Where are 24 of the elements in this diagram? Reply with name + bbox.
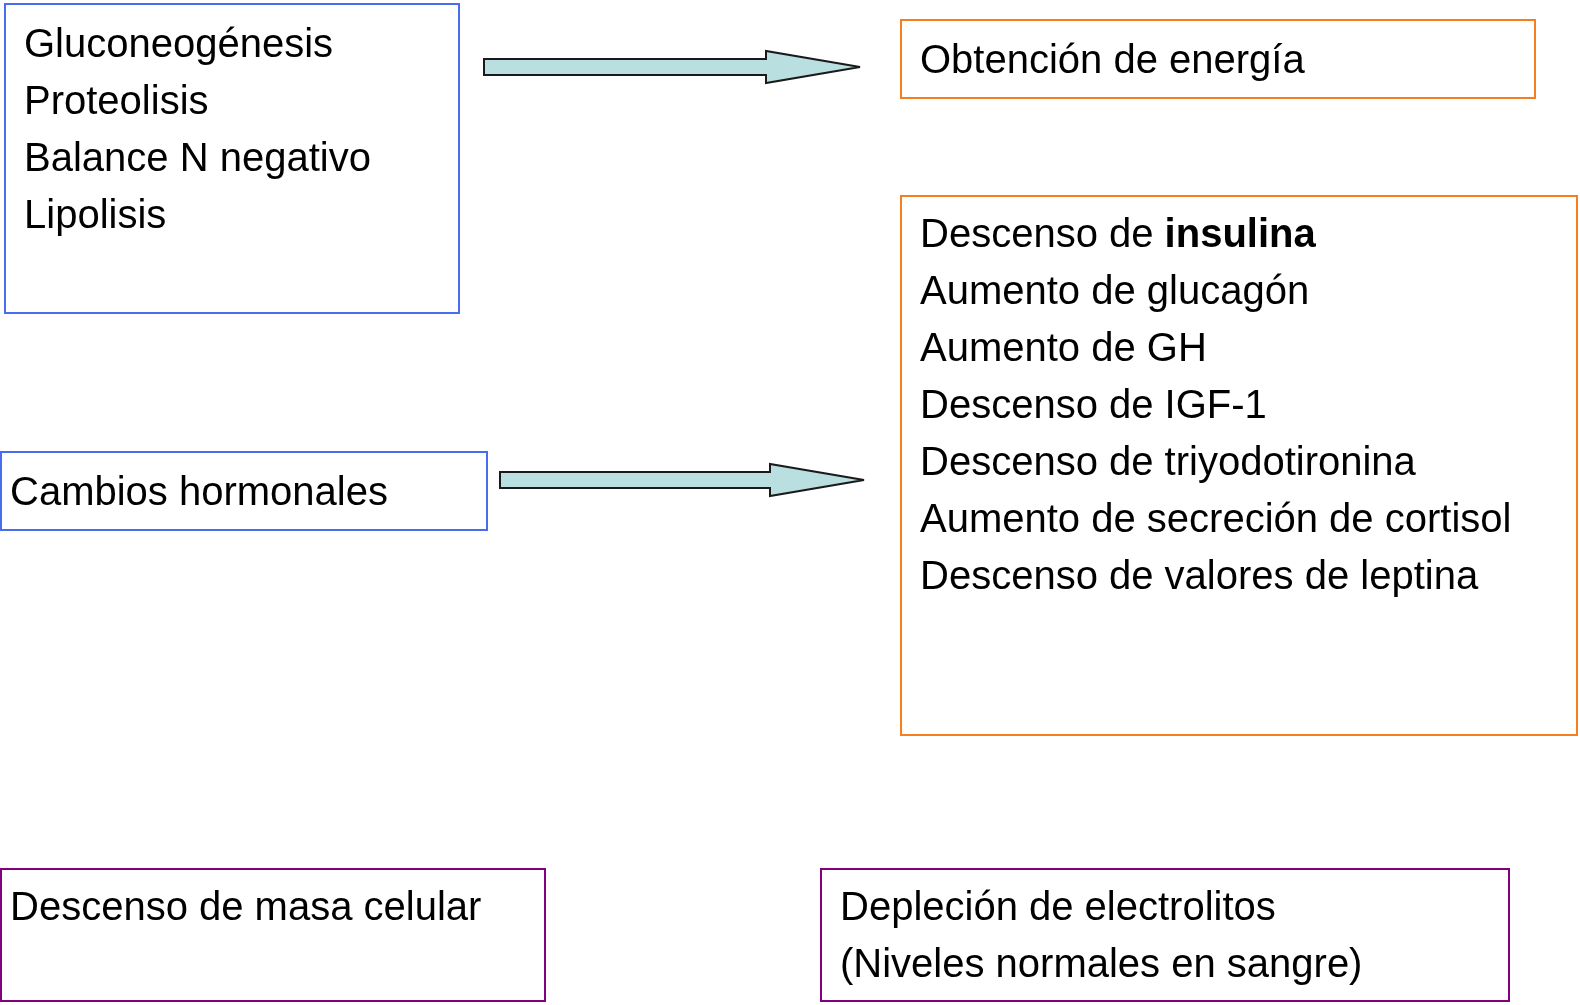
block-arrow [499,462,865,498]
block-arrow [483,49,861,85]
text-box [900,19,1536,99]
list-item: Cambios hormonales [10,468,389,515]
list-item: Descenso de insulina [920,210,1317,257]
list-item: Balance N negativo [24,134,372,181]
text-box [900,195,1578,736]
text-box [4,3,460,314]
list-item: Depleción de electrolitos [840,883,1277,930]
list-item: Descenso de IGF-1 [920,381,1268,428]
text-box [0,868,546,1002]
list-item: (Niveles normales en sangre) [840,940,1364,987]
list-item: Aumento de secreción de cortisol [920,495,1513,542]
list-item: Descenso de valores de leptina [920,552,1480,599]
list-item: Aumento de glucagón [920,267,1311,314]
list-item: Proteolisis [24,77,210,124]
text-box [820,868,1510,1002]
list-item: Lipolisis [24,191,168,238]
list-item: Descenso de masa celular [10,883,483,930]
list-item: Descenso de triyodotironina [920,438,1417,485]
list-item: Aumento de GH [920,324,1208,371]
list-item: Gluconeogénesis [24,20,335,67]
list-item: Obtención de energía [920,36,1306,83]
text-box [0,451,488,531]
